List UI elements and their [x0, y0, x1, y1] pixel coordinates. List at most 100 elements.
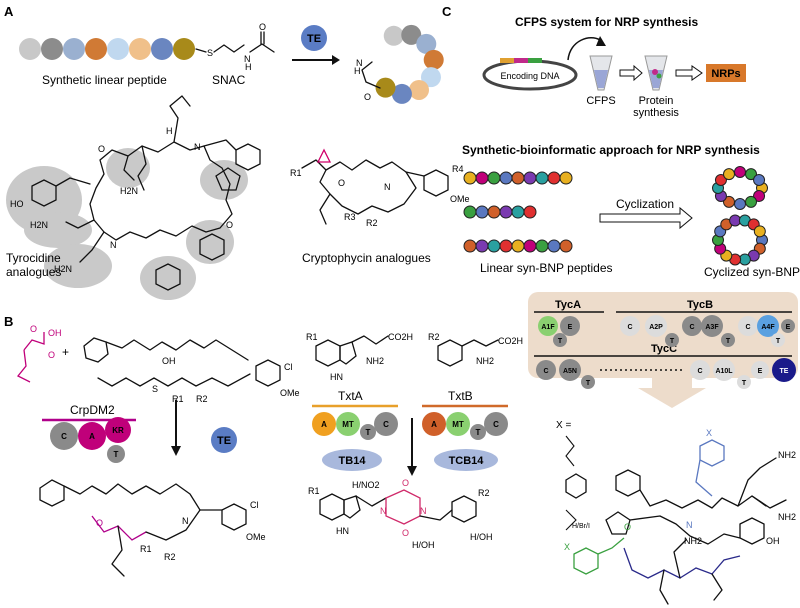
crp-cl: Cl	[284, 362, 293, 372]
tycc-domain	[559, 359, 581, 381]
open-arrow-2	[675, 65, 703, 81]
crypto-aryl-link	[405, 171, 425, 177]
trp-hn: HN	[330, 372, 343, 382]
trp-benzene	[315, 339, 341, 367]
tryptophan-structure: R1 HN CO2H NH2	[306, 332, 413, 382]
plasmid-arrow-head	[596, 36, 606, 46]
prod-aryl	[221, 503, 247, 531]
phe-ring-mid	[199, 233, 225, 261]
phe-r2: R2	[428, 332, 440, 342]
c-xphe-link	[695, 459, 713, 497]
syn-cyclic-bead	[714, 174, 727, 186]
tycc-domain-label: C	[543, 368, 548, 375]
crypto-backbone	[301, 159, 417, 215]
gln-side	[65, 219, 95, 229]
c-oh: OH	[766, 536, 780, 546]
syn-cyclic-bead	[745, 195, 757, 208]
cyclic-peptide-beads	[375, 24, 444, 104]
tycc-domain	[581, 375, 595, 389]
dkp-r2: R2	[478, 488, 490, 498]
crp-chain	[105, 339, 249, 361]
syn-cyclic-bead	[734, 198, 746, 210]
cyclized-syn-bnp-label: Cyclized syn-BNPs	[704, 265, 800, 279]
dkp-hno2: H/NO2	[352, 480, 380, 490]
cyclic-nh: H	[354, 66, 361, 76]
linear-peptide-label: Synthetic linear peptide	[42, 73, 167, 87]
tycc-domain	[690, 360, 710, 380]
txt-domain-label: MT	[452, 420, 464, 429]
pro-ring	[215, 167, 241, 191]
syn-cyclic-bead	[753, 174, 766, 186]
syn-linear-bead	[463, 239, 477, 253]
tcb14-tag: TCB14	[434, 449, 498, 471]
crp-arrow-head	[171, 446, 181, 456]
c-val-side	[711, 573, 723, 601]
snac-label: SNAC	[212, 73, 246, 87]
dkp-link	[355, 495, 387, 507]
dkp-o2: O	[402, 528, 409, 538]
crp-r1: R1	[172, 394, 184, 404]
tycb-domain	[645, 315, 667, 337]
crp-s: S	[152, 384, 158, 394]
linear-syn-bnp-beads	[463, 171, 573, 253]
syn-linear-bead	[499, 239, 513, 253]
tyrocidine-structure: H2N HO H2N H2N H N O O N	[6, 95, 261, 300]
phe-side	[461, 339, 499, 347]
tb14-tag: TB14	[322, 449, 382, 471]
snac-linker	[195, 48, 207, 53]
c-x-top: X	[706, 428, 712, 438]
prod-r1: R1	[140, 544, 152, 554]
tyca-header: TycA	[534, 299, 604, 313]
crp-domain-c	[50, 422, 78, 450]
txt-domain-a	[312, 412, 336, 436]
tycb-domain-label: E	[786, 324, 791, 331]
phe-co2h: CO2H	[498, 336, 523, 346]
tycc-domain	[737, 375, 751, 389]
te-enzyme-a: TE	[301, 25, 327, 51]
c-tyr-ring	[739, 517, 765, 545]
c-backbone-top	[639, 489, 767, 509]
c-phe-ring	[615, 469, 641, 497]
syn-linear-bead	[463, 205, 477, 219]
crypto-aryl	[423, 169, 449, 197]
dkp-product: R1 H/NO2 HN N N O O H/OH R2 H/OH	[308, 478, 493, 550]
cyclic-n: N	[356, 58, 363, 68]
tycb-domain	[682, 316, 702, 336]
c-backbone-bottom	[623, 547, 741, 579]
trp-nh2: NH2	[366, 356, 384, 366]
styryl-ring	[83, 337, 109, 363]
orn-side	[137, 145, 147, 191]
tycb-domain	[781, 319, 795, 333]
svg-text:TCB14: TCB14	[449, 455, 485, 467]
svg-text:NRPs: NRPs	[711, 68, 740, 80]
crypto-r1: R1	[290, 168, 302, 178]
tycc-domain	[536, 360, 556, 380]
linear-bead	[107, 38, 129, 60]
tycb-domain	[701, 315, 723, 337]
cryptophycin-label: Cryptophycin analogues	[302, 251, 431, 265]
linear-bead	[19, 38, 41, 60]
txt-arrow-head	[407, 466, 417, 476]
svg-text:TE: TE	[217, 435, 231, 447]
highlight-asn	[44, 244, 112, 288]
svg-text:TycA: TycA	[555, 299, 581, 311]
crp-ome: OMe	[280, 388, 300, 398]
tycc-domain-label: TE	[780, 368, 789, 375]
syn-linear-bead	[547, 171, 561, 185]
txt-domain-label: A	[431, 420, 437, 429]
syn-cyclic-bead	[734, 166, 746, 178]
txt-domain-c	[484, 412, 508, 436]
cyclic-bead	[420, 67, 441, 88]
tyrocidine-backbone	[89, 141, 233, 241]
syn-cyclic-bead	[723, 168, 735, 181]
syn-linear-bead	[487, 205, 501, 219]
tyc-product: X = H/Br/I X N NH2 NH2 OH X O NH2	[556, 420, 796, 605]
encoding-dna-label: Encoding DNA	[500, 71, 559, 81]
c-pro-ring	[605, 511, 631, 535]
tyro-o2: O	[226, 220, 233, 230]
highlight-gln	[24, 212, 92, 248]
syn-cyclic-bead	[753, 225, 766, 238]
